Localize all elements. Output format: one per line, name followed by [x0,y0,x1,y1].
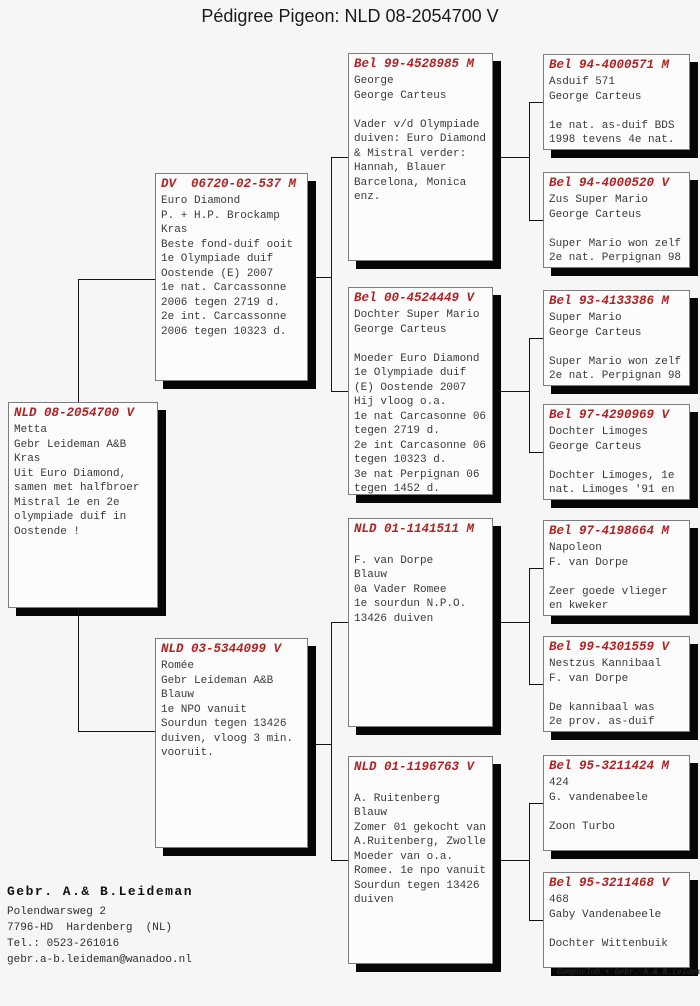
pedigree-connector [331,391,348,392]
pedigree-connector [529,803,543,804]
ring-number: Bel 00-4524449 V [354,291,475,305]
pedigree-box-dam-sire-dam: Bel 99-4301559 V Nestzus Kannibaal F. va… [543,636,690,732]
pedigree-box-text: Romée Gebr Leideman A&B Blauw 1e NPO van… [161,660,294,759]
pedigree-box-text: George George Carteus Vader v/d Olympiad… [354,75,487,203]
pedigree-box-dam-dam-dam: Bel 95-3211468 V 468 Gaby Vandenabeele D… [543,872,690,968]
pedigree-box-text: Super Mario George Carteus Super Mario w… [549,312,682,382]
page-title: Pédigree Pigeon: NLD 08-2054700 V [201,6,499,26]
pedigree-connector [78,731,155,732]
pedigree-box-dam-dam-sire: Bel 95-3211424 M 424 G. vandenabeele Zoo… [543,755,690,851]
pedigree-box-sire: DV 06720-02-537 M Euro Diamond P. + H.P.… [155,173,308,381]
ring-number: NLD 01-1196763 V [354,760,475,774]
pedigree-connector [529,452,543,453]
ring-number: Bel 95-3211468 V [549,876,670,890]
pedigree-connector [529,220,543,221]
pedigree-connector [529,338,543,339]
ring-number: Bel 99-4301559 V [549,640,670,654]
pedigree-box-text: 424 G. vandenabeele Zoon Turbo [549,777,649,833]
pedigree-box-sire-sire: Bel 99-4528985 M George George Carteus V… [348,53,493,261]
pedigree-box-text: Euro Diamond P. + H.P. Brockamp Kras Bes… [161,195,294,338]
pedigree-connector [331,157,332,391]
pedigree-box-dam: NLD 03-5344099 V Romée Gebr Leideman A&B… [155,638,308,848]
pedigree-box-sire-dam: Bel 00-4524449 V Dochter Super Mario Geo… [348,287,493,495]
pedigree-box-text: Metta Gebr Leideman A&B Kras Uit Euro Di… [14,424,140,538]
ring-number: DV 06720-02-537 M [161,177,297,191]
ring-number: Bel 93-4133386 M [549,294,670,308]
ring-number: Bel 97-4198664 M [549,524,670,538]
ring-number: NLD 01-1141511 M [354,522,475,536]
pedigree-connector [529,568,543,569]
pedigree-box-subject: NLD 08-2054700 V Metta Gebr Leideman A&B… [8,402,158,608]
pedigree-connector [331,157,348,158]
breeder-address: Polendwarsweg 2 7796-HD Hardenberg (NL) … [7,906,192,966]
pedigree-connector [331,622,332,860]
credit-line: Compuclub + Gebr. A.& B.Leideman [557,968,700,977]
pedigree-connector [78,608,79,731]
pedigree-connector [529,338,530,452]
pedigree-connector [501,391,529,392]
pedigree-connector [529,568,530,684]
pedigree-box-text: Napoleon F. van Dorpe Zeer goede vlieger… [549,542,668,612]
pedigree-connector [529,803,530,920]
pedigree-connector [78,279,155,280]
ring-number: Bel 95-3211424 M [549,759,670,773]
pedigree-box-sire-sire-dam: Bel 94-4000520 V Zus Super Mario George … [543,172,690,268]
ring-number: Bel 94-4000571 M [549,58,670,72]
ring-number: NLD 03-5344099 V [161,642,282,656]
pedigree-box-text: Asduif 571 George Carteus 1e nat. as-dui… [549,76,675,146]
pedigree-connector [316,744,331,745]
pedigree-connector [316,277,331,278]
ring-number: NLD 08-2054700 V [14,406,135,420]
pedigree-connector [331,622,348,623]
pedigree-box-dam-sire: NLD 01-1141511 M F. van Dorpe Blauw 0a V… [348,518,493,727]
pedigree-box-sire-sire-sire: Bel 94-4000571 M Asduif 571 George Carte… [543,54,690,150]
pedigree-connector [529,102,530,220]
pedigree-connector [529,920,543,921]
pedigree-box-dam-dam: NLD 01-1196763 V A. Ruitenberg Blauw Zom… [348,756,493,964]
pedigree-connector [501,860,529,861]
pedigree-box-sire-dam-dam: Bel 97-4290969 V Dochter Limoges George … [543,404,690,500]
ring-number: Bel 99-4528985 M [354,57,475,71]
pedigree-connector [331,860,348,861]
pedigree-connector [529,102,543,103]
pedigree-connector [78,279,79,402]
breeder-name: Gebr. A.& B.Leideman [7,884,194,899]
pedigree-connector [501,157,529,158]
pedigree-box-sire-dam-sire: Bel 93-4133386 M Super Mario George Cart… [543,290,690,386]
pedigree-connector [501,622,529,623]
pedigree-box-dam-sire-sire: Bel 97-4198664 M Napoleon F. van Dorpe Z… [543,520,690,616]
pedigree-box-text: 468 Gaby Vandenabeele Dochter Wittenbuik [549,894,668,950]
pedigree-box-text: Nestzus Kannibaal F. van Dorpe De kannib… [549,658,662,728]
ring-number: Bel 97-4290969 V [549,408,670,422]
pedigree-box-text: Zus Super Mario George Carteus Super Mar… [549,194,682,264]
ring-number: Bel 94-4000520 V [549,176,670,190]
pedigree-box-text: A. Ruitenberg Blauw Zomer 01 gekocht van… [354,792,487,907]
pedigree-box-text: F. van Dorpe Blauw 0a Vader Romee 1e sou… [354,554,467,625]
pedigree-box-text: Dochter Super Mario George Carteus Moede… [354,309,487,495]
pedigree-box-text: Dochter Limoges George Carteus Dochter L… [549,426,675,496]
pedigree-connector [529,684,543,685]
